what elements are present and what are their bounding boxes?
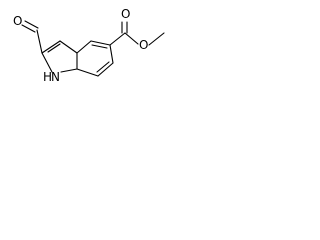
bond-carbonyl-ether-o [124,32,139,45]
bond-c4-c5-inner [91,44,108,49]
bond-c2-c3-inner [47,43,61,53]
bond-c2-c3 [41,40,61,54]
atom-label-carbonyl-oxygen: O [121,7,130,21]
atom-label-aldehyde-oxygen: O [13,14,22,28]
bond-aldehyde-c-c2 [36,29,43,54]
bond-aldehyde-c-o-2 [24,20,39,29]
bond-c7-c7a [76,68,99,77]
bond-c2-n1 [41,52,53,73]
bond-ether-o-methyl [148,32,165,46]
bond-c6-c7-inner [96,61,110,73]
bond-c4-c5 [90,40,111,46]
bond-c5-carbonyl [109,32,126,46]
bond-aldehyde-c-o-1 [21,24,36,33]
molecule-svg: O N H O O [13,7,165,84]
bond-n1-c7a [60,68,78,73]
atom-label-indole-nitrogen: N [51,70,60,84]
atom-label-ether-oxygen: O [139,38,148,52]
bond-c6-c7 [97,62,114,77]
bond-c3-c3a [59,40,78,54]
atom-label-indole-hydrogen: H [43,70,52,84]
structure-diagram: O N H O O [0,0,230,106]
bond-c5-c6 [109,44,114,64]
bond-c3a-c4 [76,40,92,54]
